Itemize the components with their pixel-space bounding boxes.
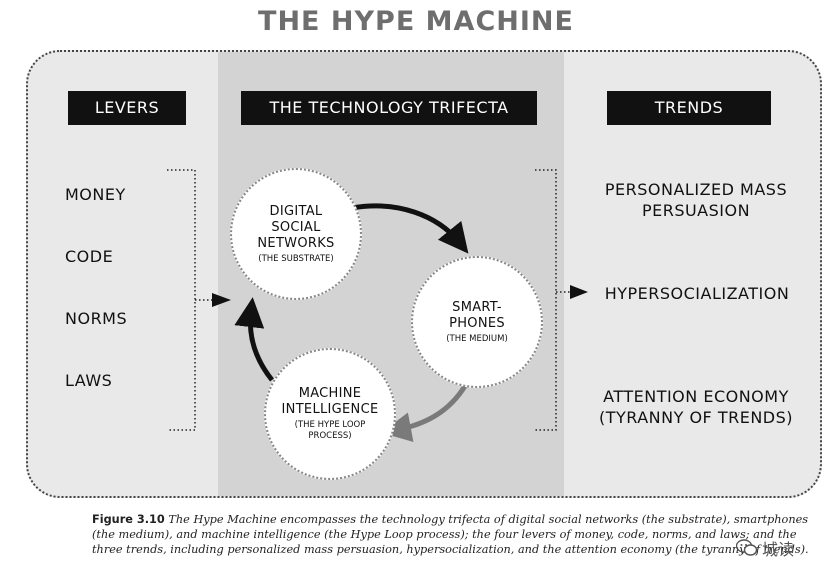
networks-label: DIGITAL SOCIAL NETWORKS [257, 203, 335, 251]
lever-code: CODE [65, 247, 114, 266]
trend-personalized-mass-persuasion: PERSONALIZED MASS PERSUASION [604, 180, 788, 220]
levers-bracket [167, 169, 212, 431]
levers-arrow-icon [212, 293, 231, 307]
trifecta-header: THE TECHNOLOGY TRIFECTA [241, 91, 537, 125]
phones-sublabel: (THE MEDIUM) [446, 333, 508, 344]
trends-arrow-icon [570, 285, 588, 299]
levers-header: LEVERS [68, 91, 186, 125]
intelligence-label: MACHINE INTELLIGENCE [281, 386, 379, 417]
lever-laws: LAWS [65, 371, 113, 390]
phones-label: SMART- PHONES [449, 299, 505, 331]
wechat-icon [736, 539, 758, 556]
diagram-title: THE HYPE MACHINE [258, 6, 574, 37]
intelligence-sublabel: (THE HYPE LOOP PROCESS) [294, 420, 366, 441]
trend-attention-economy: ATTENTION ECONOMY (TYRANNY OF TRENDS) [598, 387, 794, 427]
watermark: 城读 [736, 536, 794, 560]
caption-label: Figure 3.10 [92, 513, 165, 526]
phones-to-intelligence-arrow-icon [381, 384, 468, 442]
figure-caption: Figure 3.10 The Hype Machine encompasses… [92, 512, 812, 557]
trends-bracket [535, 169, 570, 431]
watermark-text: 城读 [762, 540, 795, 559]
circle-digital-social-networks: DIGITAL SOCIAL NETWORKS (THE SUBSTRATE) [230, 168, 362, 300]
networks-to-phones-arrow-icon [351, 203, 469, 254]
caption-text: The Hype Machine encompasses the technol… [92, 513, 809, 556]
trends-header: TRENDS [607, 91, 771, 125]
circle-machine-intelligence: MACHINE INTELLIGENCE (THE HYPE LOOP PROC… [264, 348, 396, 480]
lever-money: MONEY [65, 185, 126, 204]
circle-smartphones: SMART- PHONES (THE MEDIUM) [411, 256, 543, 388]
intelligence-to-networks-arrow-icon [234, 297, 274, 382]
lever-norms: NORMS [65, 309, 128, 328]
networks-sublabel: (THE SUBSTRATE) [258, 253, 334, 264]
trend-hypersocialization: HYPERSOCIALIZATION [604, 284, 790, 303]
